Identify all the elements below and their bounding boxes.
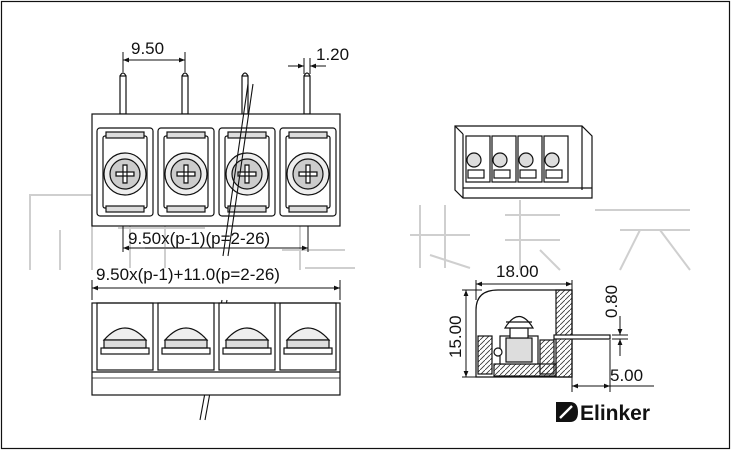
dim-pitch-formula [122, 226, 309, 252]
side-view [475, 289, 611, 378]
dim-side-height [462, 289, 482, 378]
brand-logo: Elinker [556, 402, 650, 425]
brand-mark-icon [556, 402, 578, 422]
dim-pin-offset [571, 340, 654, 392]
dim-side-width-label: 18.00 [496, 262, 539, 281]
front-view [91, 302, 341, 396]
dim-pin-thickness-label: 0.80 [602, 285, 621, 318]
dim-side-height-label: 15.00 [446, 315, 465, 358]
dim-pitch-top [122, 52, 186, 72]
dim-pin-thickness [612, 316, 628, 356]
terminal-cells [96, 127, 337, 217]
dim-pitch-top-label: 9.50 [131, 39, 164, 58]
dim-pin-width [288, 58, 326, 74]
dim-overall-formula [91, 280, 341, 300]
top-pins [119, 72, 311, 115]
dim-pin-offset-label: 5.00 [610, 366, 643, 385]
brand-name: Elinker [580, 402, 650, 425]
top-view [91, 72, 341, 227]
iso-view [454, 125, 593, 199]
dim-overall-formula-label: 9.50x(p-1)+11.0(p=2-26) [96, 265, 280, 284]
dim-pitch-formula-label: 9.50x(p-1)(p=2-26) [128, 229, 270, 248]
dim-pin-width-label: 1.20 [316, 45, 349, 64]
